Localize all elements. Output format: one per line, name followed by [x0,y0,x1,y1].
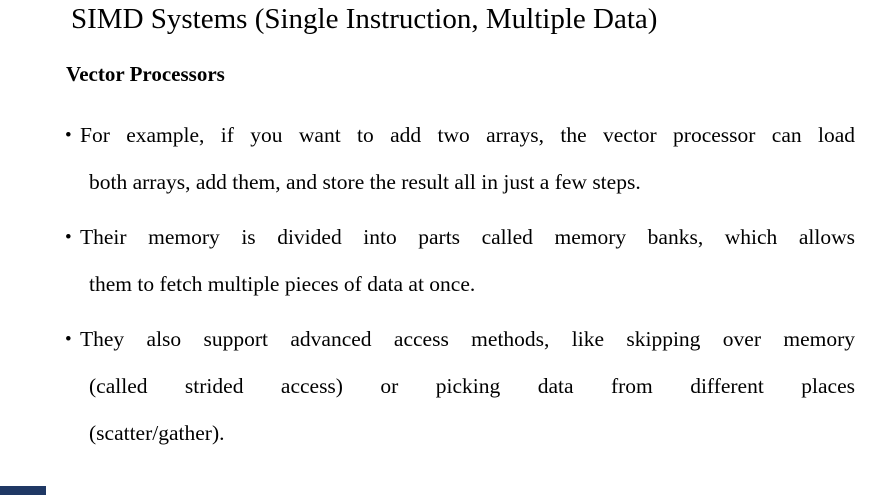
bullet-line: them to fetch multiple pieces of data at… [65,261,855,308]
bullet-text: both arrays, add them, and store the res… [89,170,641,194]
bullet-item: • Their memory is divided into parts call… [65,214,855,308]
next-slide-fragment [0,486,46,495]
slide-body: • For example, if you want to add two arr… [65,112,855,465]
bullet-text: them to fetch multiple pieces of data at… [89,272,476,296]
bullet-item: • For example, if you want to add two arr… [65,112,855,206]
bullet-line: • They also support advanced access metho… [65,316,855,363]
bullet-text: Their memory is divided into parts calle… [80,225,855,249]
bullet-line: (called strided access) or picking data … [65,363,855,410]
bullet-line: (scatter/gather). [65,410,855,457]
bullet-line: • For example, if you want to add two arr… [65,112,855,159]
bullet-line: • Their memory is divided into parts call… [65,214,855,261]
slide-title: SIMD Systems (Single Instruction, Multip… [71,3,658,35]
bullet-text: (called strided access) or picking data … [89,374,855,398]
bullet-line: both arrays, add them, and store the res… [65,159,855,206]
bullet-text: They also support advanced access method… [80,327,855,351]
bullet-marker: • [65,227,72,248]
bullet-item: • They also support advanced access metho… [65,316,855,457]
bullet-text: (scatter/gather). [89,421,225,445]
bullet-marker: • [65,329,72,350]
bullet-marker: • [65,125,72,146]
bullet-text: For example, if you want to add two arra… [80,123,855,147]
slide-subtitle: Vector Processors [66,62,225,86]
